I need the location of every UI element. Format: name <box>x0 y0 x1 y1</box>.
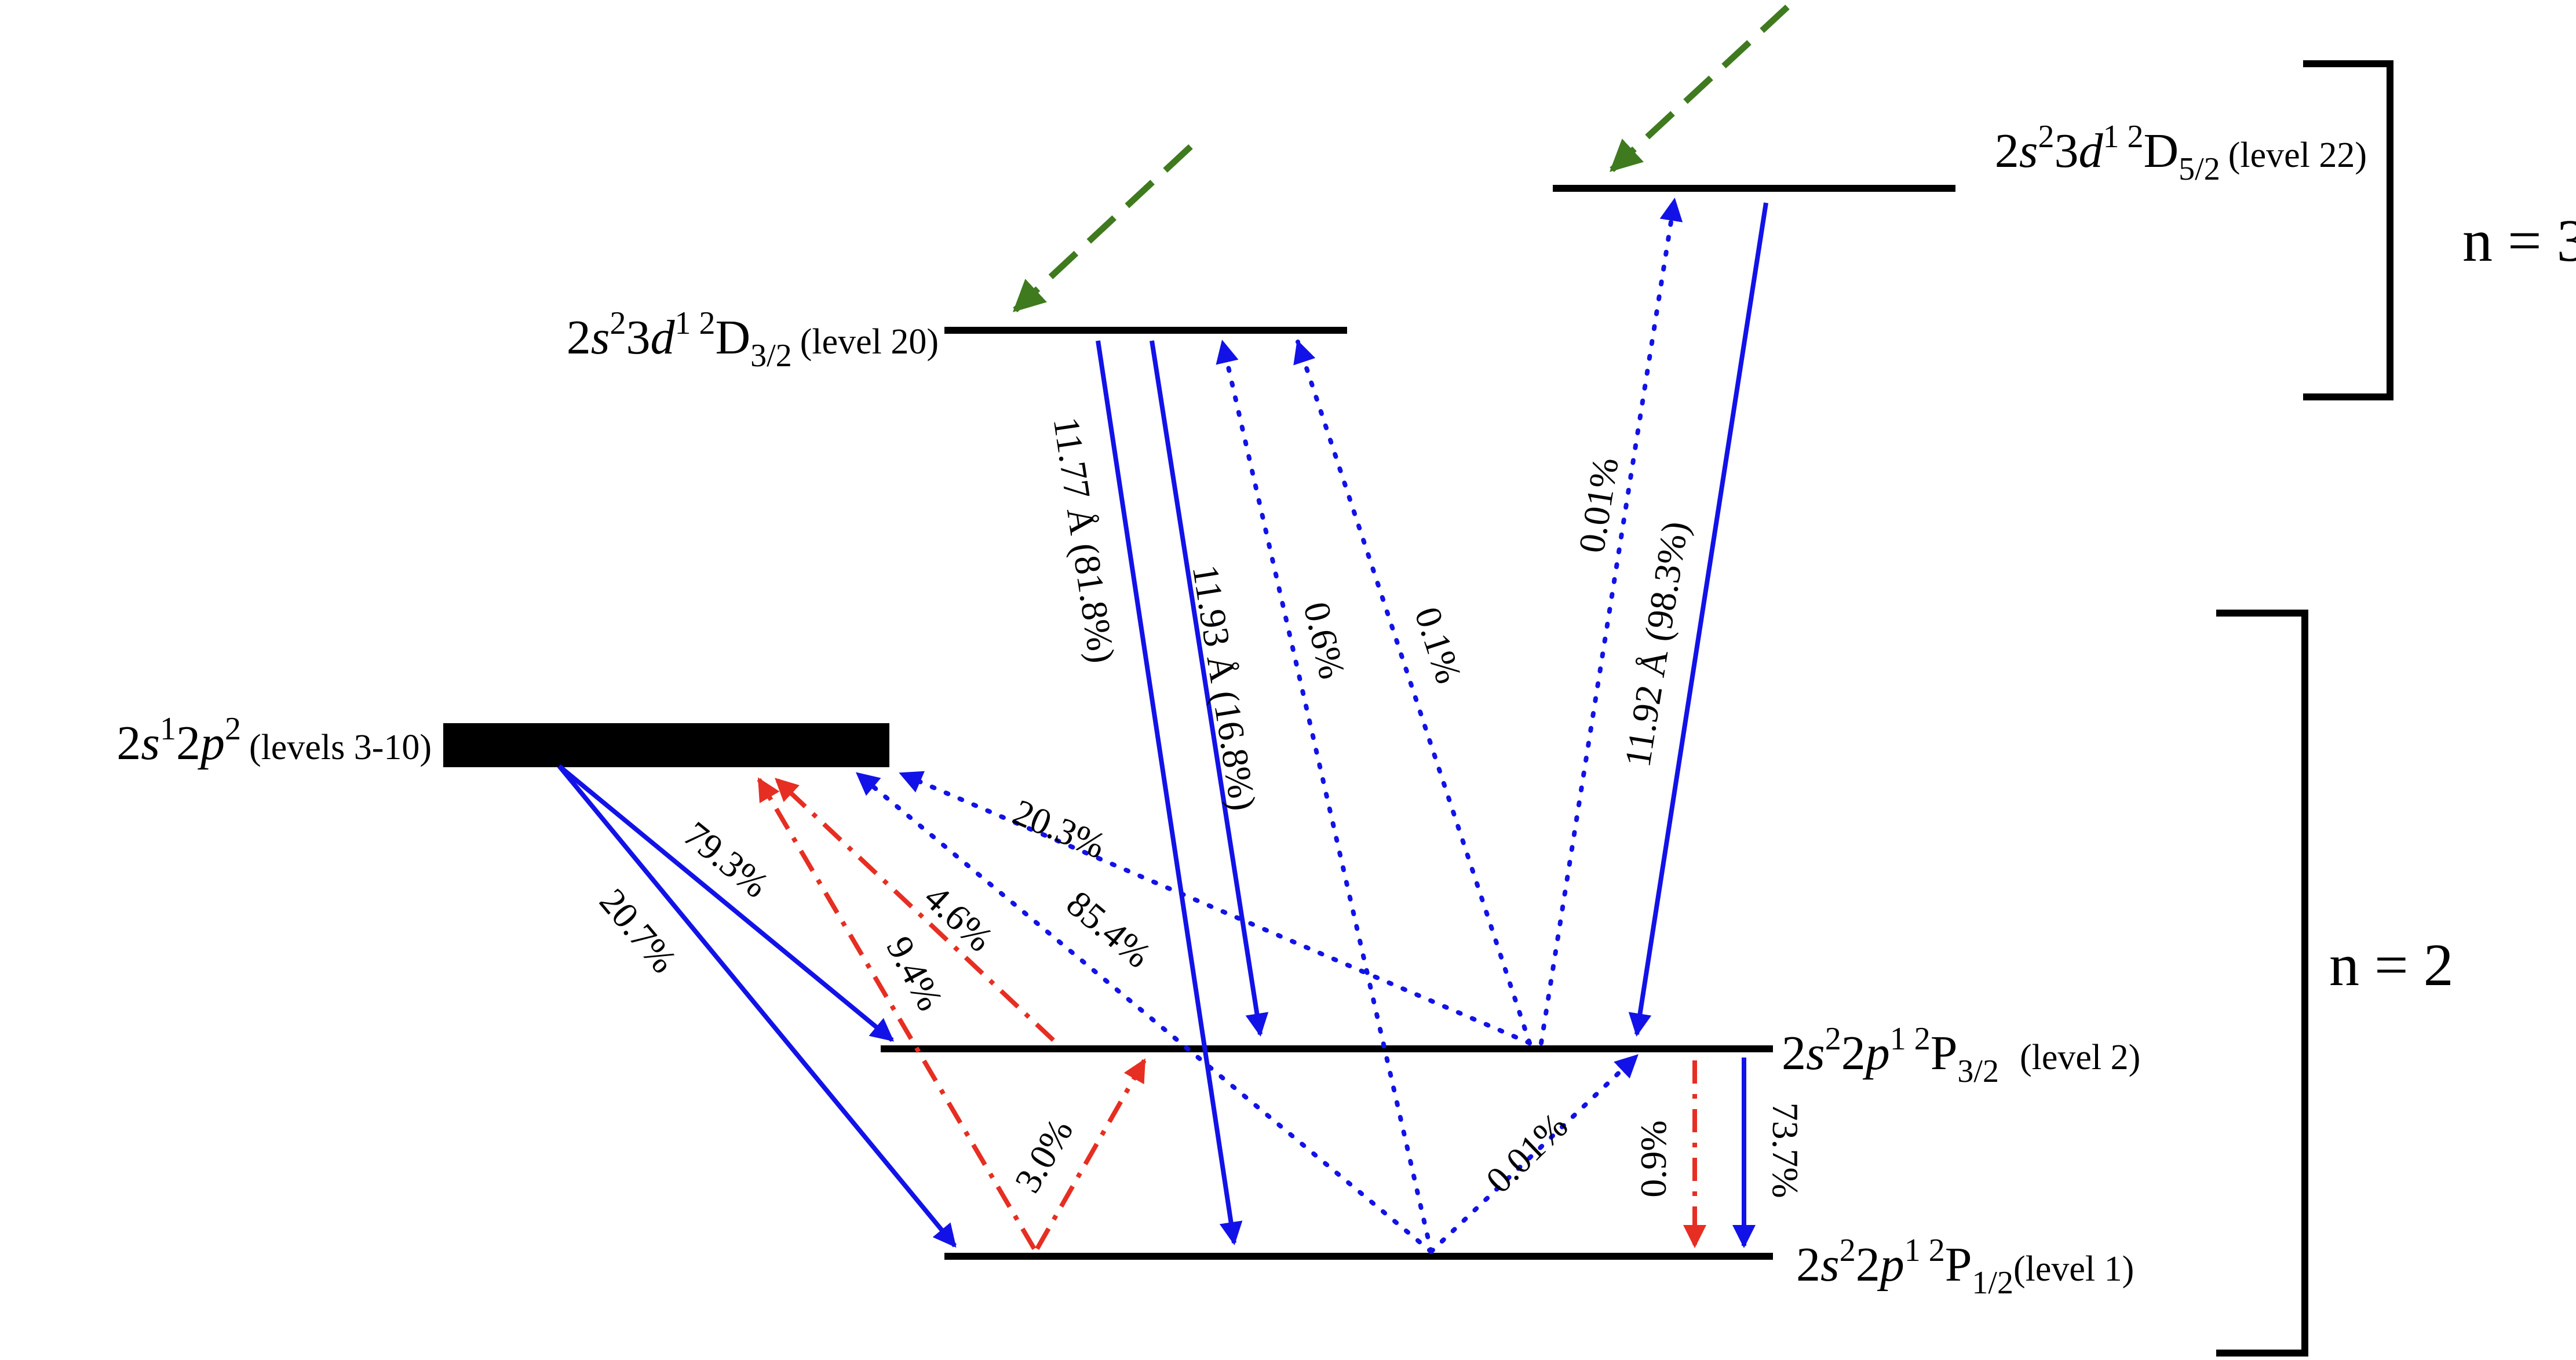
dotted-arrow-1-to-2 <box>1429 1053 1639 1254</box>
label-0-01-pct-lower: 0.01% <box>1478 1105 1575 1201</box>
decay-arrow-310-to-2 <box>557 764 895 1042</box>
decay-arrow-22-to-2 <box>1628 202 1768 1037</box>
label-11-93-A: 11.93 Å (16.8%) <box>1185 562 1264 814</box>
label-11-77-A: 11.77 Å (81.8%) <box>1046 414 1123 666</box>
dotted-arrow-2-to-310 <box>899 771 1532 1045</box>
dotted-arrow-1-to-20 <box>1216 340 1433 1254</box>
n2-bracket <box>2216 610 2308 1357</box>
red-arrow-1-to-310 <box>757 777 1037 1250</box>
decay-arrow-20-to-2 <box>1150 340 1269 1037</box>
n3-bracket <box>2303 60 2393 400</box>
label-20-3-pct: 20.3% <box>1007 791 1111 866</box>
label-0-9-pct: 0.9% <box>1633 1120 1674 1197</box>
excitation-arrow-level-20 <box>1012 144 1193 313</box>
label-85-4-pct: 85.4% <box>1059 883 1159 976</box>
dotted-arrow-2-to-22 <box>1539 198 1683 1045</box>
label-79-3-pct: 79.3% <box>676 814 776 906</box>
label-73-7-pct: 73.7% <box>1765 1102 1806 1198</box>
label-3-0-pct: 3.0% <box>1006 1112 1081 1199</box>
label-0-1-pct: 0.1% <box>1407 602 1470 688</box>
dotted-arrow-1-to-310 <box>855 771 1433 1254</box>
level-3-10-label: 2s12p2(levels 3-10) <box>116 711 432 770</box>
label-9-4-pct: 9.4% <box>878 929 951 1017</box>
label-0-01-pct-upper: 0.01% <box>1571 454 1626 555</box>
label-20-7-pct: 20.7% <box>592 881 685 980</box>
decay-arrow-20-to-1 <box>1096 340 1243 1245</box>
red-arrow-2-to-310 <box>775 778 1055 1042</box>
dotted-arrow-2-to-20 <box>1293 340 1532 1045</box>
decay-arrow-310-to-1 <box>557 764 957 1248</box>
n2-label: n = 2 <box>2329 932 2454 998</box>
red-arrow-1-to-2 <box>1035 1058 1147 1250</box>
label-4-6-pct: 4.6% <box>917 877 1001 960</box>
level-3-10-band <box>443 723 889 767</box>
label-0-6-pct: 0.6% <box>1296 598 1353 683</box>
excitation-arrow-level-22 <box>1609 4 1790 173</box>
n3-label: n = 3 <box>2462 207 2576 274</box>
